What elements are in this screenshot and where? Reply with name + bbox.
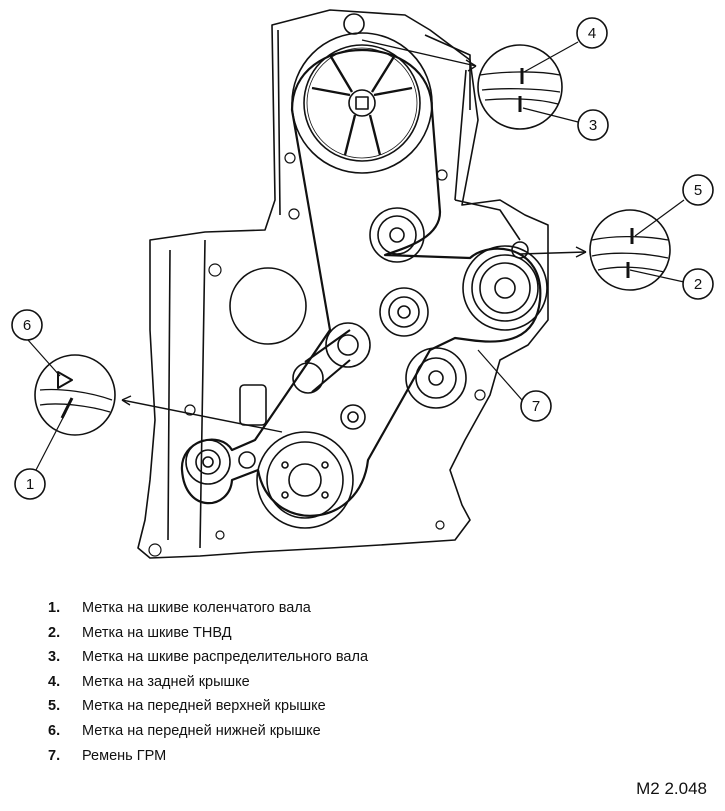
detail-circle-top: [477, 44, 563, 130]
svg-text:4: 4: [588, 25, 596, 42]
callout-2: 2: [682, 268, 714, 300]
svg-text:5: 5: [694, 182, 702, 199]
legend-number: 6.: [48, 722, 61, 739]
svg-text:3: 3: [589, 117, 597, 134]
legend-item: 5. Метка на передней верхней крышке: [48, 694, 368, 719]
legend-item: 1. Метка на шкиве коленчатого вала: [48, 596, 368, 621]
legend-number: 3.: [48, 649, 61, 666]
legend-text: Метка на шкиве распределительного вала: [82, 649, 369, 666]
svg-text:7: 7: [532, 398, 540, 415]
svg-text:6: 6: [23, 317, 31, 334]
legend-item: 6. Метка на передней нижней крышке: [48, 719, 368, 744]
crankshaft-pulley: [256, 431, 354, 529]
legend-number: 4.: [48, 673, 61, 690]
legend-text: Метка на шкиве коленчатого вала: [82, 600, 311, 616]
legend-text: Метка на передней нижней крышке: [82, 722, 321, 739]
callout-6: 6: [11, 309, 43, 341]
engine-block-outline: [137, 9, 549, 559]
legend-item: 2. Метка на шкиве ТНВД: [48, 621, 368, 646]
svg-text:2: 2: [694, 276, 702, 293]
callout-7: 7: [520, 390, 552, 422]
legend-item: 3. Метка на шкиве распределительного вала: [48, 645, 368, 670]
timing-cover-edge: [167, 29, 467, 549]
timing-belt: [180, 48, 542, 517]
small-idler-pulley: [340, 404, 366, 430]
legend-number: 1.: [48, 600, 61, 616]
water-pump-housing: [229, 267, 307, 426]
callout-leaders: [27, 41, 685, 471]
legend-text: Ремень ГРМ: [82, 747, 167, 764]
legend-item: 7. Ремень ГРМ: [48, 744, 368, 769]
camshaft-pulley: [291, 13, 433, 174]
callout-3: 3: [577, 109, 609, 141]
detail-circle-left: [34, 354, 116, 436]
engine-timing-diagram: 4 3 5 2 6 1 7: [11, 9, 714, 559]
detail-leaders: [121, 39, 587, 433]
injection-pump-pulley: [462, 241, 548, 331]
callout-4: 4: [576, 17, 608, 49]
intermediate-pulley: [379, 287, 429, 337]
callout-1: 1: [14, 468, 46, 500]
legend-list: 1. Метка на шкиве коленчатого вала 2. Метк…: [48, 596, 368, 768]
legend-text: Метка на передней верхней крышке: [82, 698, 326, 715]
callout-5: 5: [682, 174, 714, 206]
legend-text: Метка на шкиве ТНВД: [82, 624, 232, 641]
legend-number: 5.: [48, 698, 61, 715]
cover-flange: [424, 34, 521, 241]
detail-circle-right: [589, 209, 671, 291]
legend-item: 4. Метка на задней крышке: [48, 670, 368, 695]
lower-idler-pulley: [405, 347, 467, 409]
legend-number: 7.: [48, 747, 61, 764]
figure-code: M2 2.048: [636, 779, 707, 798]
legend-number: 2.: [48, 624, 61, 641]
bolt-holes: [148, 152, 486, 557]
upper-idler-pulley: [369, 207, 425, 263]
legend-text: Метка на задней крышке: [82, 673, 250, 690]
oil-pump-pulley: [185, 439, 256, 485]
svg-text:1: 1: [26, 476, 34, 493]
tensioner-pulley: [292, 322, 371, 394]
